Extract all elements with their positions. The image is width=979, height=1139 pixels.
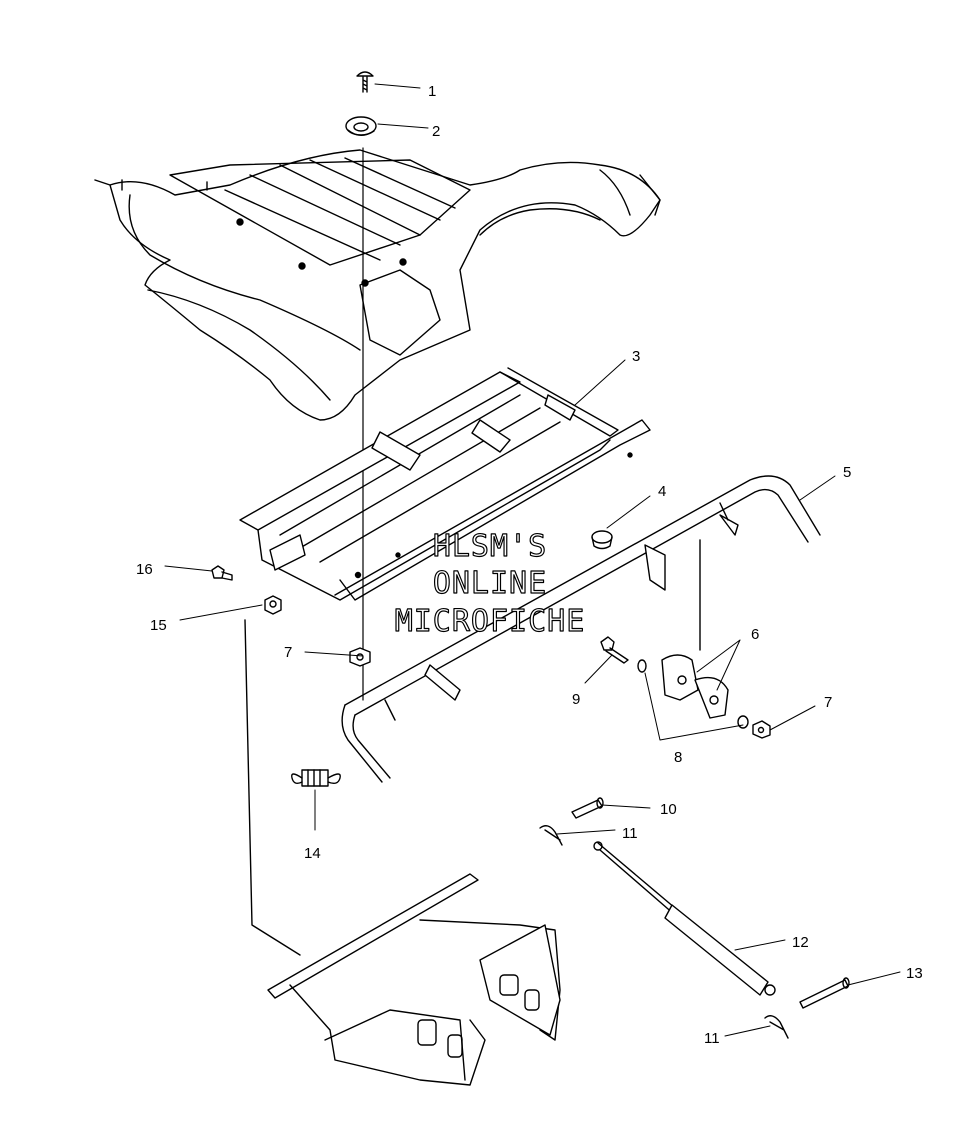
callout-14: 14	[304, 845, 321, 862]
part-14-spring	[291, 769, 341, 787]
part-4-plug	[591, 530, 613, 550]
part-12-gas-strut	[593, 841, 776, 996]
callout-16: 16	[136, 561, 153, 578]
callout-13: 13	[906, 965, 923, 982]
callout-1: 1	[428, 83, 436, 100]
part-6-bumper-blocks	[661, 539, 729, 719]
part-3-rack-frame	[239, 367, 651, 601]
callout-10: 10	[660, 801, 677, 818]
callout-5: 5	[843, 464, 851, 481]
part-9-bolt	[600, 636, 629, 664]
part-13-pin	[799, 977, 850, 1009]
rear-fender-body	[94, 147, 661, 701]
callout-3: 3	[632, 348, 640, 365]
watermark-line-1: HLSM'S	[433, 529, 547, 564]
callout-15: 15	[150, 617, 167, 634]
callout-labels: 1 2 3 4 5 6 7 7 8 9 10 11 11 12 13 14 15…	[136, 83, 923, 1047]
part-16-bolt	[211, 565, 233, 581]
callout-12: 12	[792, 934, 809, 951]
callout-9: 9	[572, 691, 580, 708]
part-15-nut	[264, 595, 282, 615]
part-10-pin	[571, 797, 604, 819]
lower-bracket	[244, 619, 561, 1086]
part-7-nut-left	[349, 647, 371, 667]
callout-7-right: 7	[824, 694, 832, 711]
callout-8: 8	[674, 749, 682, 766]
callout-11-upper: 11	[622, 825, 638, 842]
part-11-hairpin-upper	[539, 825, 563, 846]
watermark: HLSM'S ONLINE MICROFICHE	[394, 528, 586, 639]
watermark-line-3: MICROFICHE	[395, 604, 586, 639]
callout-7-left: 7	[284, 644, 292, 661]
callout-6: 6	[751, 626, 759, 643]
callout-2: 2	[432, 123, 440, 140]
part-2-clip	[345, 116, 377, 136]
callout-4: 4	[658, 483, 666, 500]
watermark-line-2: ONLINE	[433, 566, 547, 601]
part-1-screw	[356, 71, 374, 93]
callout-11-lower: 11	[704, 1030, 720, 1047]
part-11-hairpin-lower	[764, 1015, 789, 1039]
part-7-nut-right	[752, 720, 771, 739]
part-5-grab-bar	[341, 475, 821, 783]
leader-lines	[164, 83, 901, 1037]
